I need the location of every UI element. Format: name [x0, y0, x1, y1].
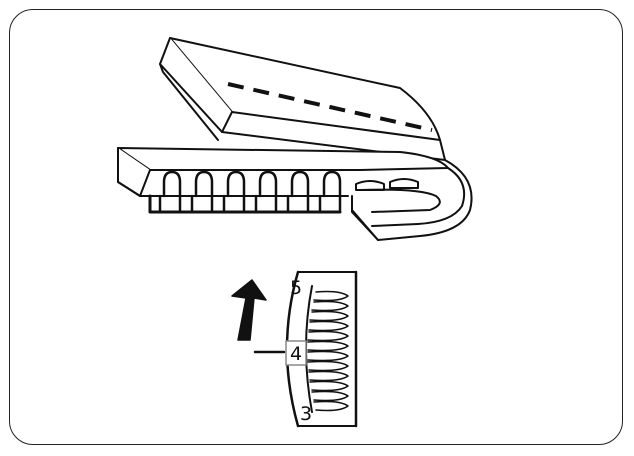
stitch-line-dashed [227, 82, 433, 132]
dial-number-middle: 4 [290, 343, 302, 365]
current-setting-box [285, 340, 307, 366]
dial-number-bottom: 3 [300, 403, 312, 425]
lower-fabric-layer [117, 147, 473, 241]
overlock-loops [148, 170, 419, 214]
stitch-length-dial: 5 4 3 [253, 270, 358, 428]
upper-fabric-layer [159, 37, 446, 161]
arrow-up-icon [231, 279, 267, 341]
dial-number-top: 5 [290, 277, 302, 299]
